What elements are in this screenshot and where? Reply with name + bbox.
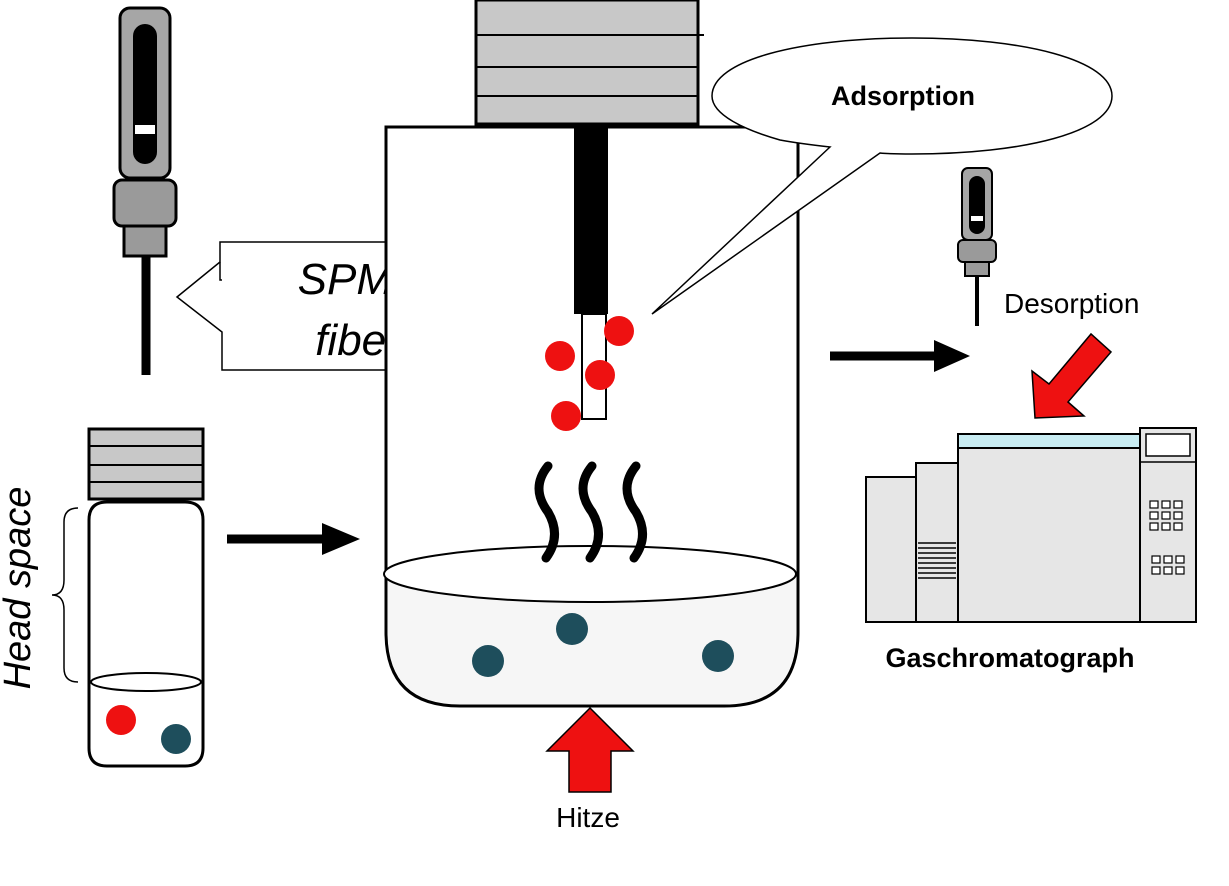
head-space-label: Head space	[0, 487, 39, 690]
spme-holder-left	[112, 6, 178, 375]
hitze-label: Hitze	[556, 802, 620, 833]
heat-arrow: Hitze	[545, 706, 635, 833]
adsorption-bubble: Adsorption	[651, 37, 1113, 315]
spme-holder-right	[957, 167, 997, 326]
head-space-bracket: Head space	[0, 487, 79, 690]
analyte-teal-dot	[556, 613, 588, 645]
analyte-teal-dot	[472, 645, 504, 677]
analyte-teal-dot	[702, 640, 734, 672]
arrow-vial-to-jar	[227, 523, 360, 555]
analyte-red-dot	[545, 341, 575, 371]
analyte-red-dot	[551, 401, 581, 431]
analyte-red-dot	[604, 316, 634, 346]
adsorption-label: Adsorption	[831, 81, 975, 111]
sample-vial	[87, 427, 205, 768]
analyte-red-dot	[106, 705, 136, 735]
gc-display	[1145, 433, 1191, 457]
gc-keypad	[1149, 500, 1185, 575]
gaschromatograph-label: Gaschromatograph	[885, 643, 1134, 673]
analyte-red-dot	[585, 360, 615, 390]
analyte-teal-dot	[161, 724, 191, 754]
desorption-arrow	[1031, 332, 1113, 419]
spme-needle	[545, 124, 634, 431]
gas-chromatograph: Gaschromatograph	[865, 427, 1197, 673]
arrow-jar-to-gc	[830, 340, 970, 372]
steam-icon	[534, 461, 647, 563]
jar-cap	[474, 0, 704, 126]
desorption-label: Desorption	[1004, 288, 1139, 319]
